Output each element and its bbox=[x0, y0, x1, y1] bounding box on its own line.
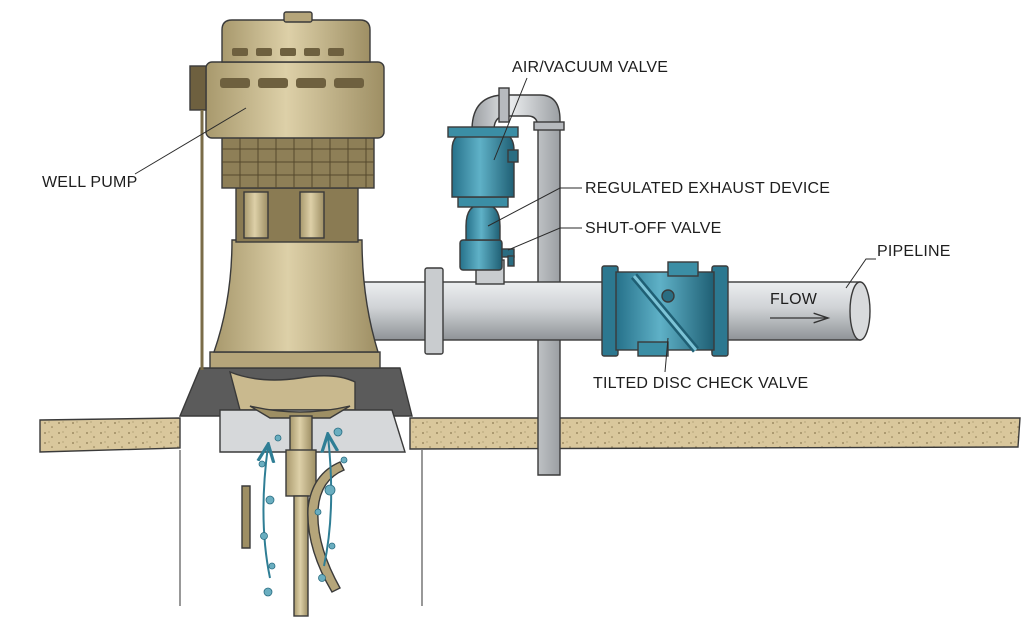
pump-column bbox=[241, 405, 351, 617]
shut-off-valve-label: SHUT-OFF VALVE bbox=[585, 220, 721, 237]
tilted-disc-check-valve-label: TILTED DISC CHECK VALVE bbox=[593, 375, 808, 392]
tilted-disc-check-valve bbox=[601, 261, 729, 357]
well-pump-label: WELL PUMP bbox=[42, 174, 137, 191]
flow-label: FLOW bbox=[770, 291, 818, 308]
labels: AIR/VACUUM VALVE REGULATED EXHAUST DEVIC… bbox=[42, 59, 951, 392]
shut-off-valve bbox=[459, 239, 503, 271]
ground bbox=[39, 417, 1021, 606]
vent-pipe bbox=[471, 87, 565, 476]
water-arrow-icon bbox=[263, 446, 270, 579]
air-valve-assembly bbox=[447, 126, 519, 285]
well-pump bbox=[178, 11, 413, 417]
air-vacuum-valve-label: AIR/VACUUM VALVE bbox=[512, 59, 668, 76]
water-flow bbox=[259, 427, 348, 597]
leader-lines bbox=[134, 77, 876, 373]
air-vacuum-valve-body bbox=[451, 131, 515, 198]
regulated-exhaust-device-label: REGULATED EXHAUST DEVICE bbox=[585, 180, 830, 197]
pipeline-label: PIPELINE bbox=[877, 243, 951, 260]
water-arrow-icon bbox=[324, 436, 331, 567]
flow-indicator: FLOW bbox=[770, 291, 828, 318]
